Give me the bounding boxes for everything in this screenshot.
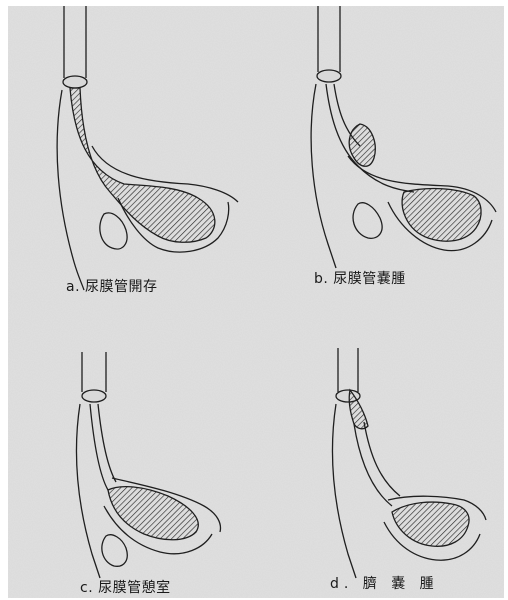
caption-a: a. 尿膜管開存	[66, 276, 157, 296]
figure-plate: a. 尿膜管開存 b. 尿膜管嚢腫 c. 尿膜管憩室 d. 臍 嚢 腫	[8, 6, 504, 598]
caption-c: c. 尿膜管憩室	[80, 577, 171, 597]
caption-d: d. 臍 嚢 腫	[330, 573, 439, 593]
urachal-diagram	[8, 6, 504, 598]
caption-b: b. 尿膜管嚢腫	[314, 268, 406, 288]
